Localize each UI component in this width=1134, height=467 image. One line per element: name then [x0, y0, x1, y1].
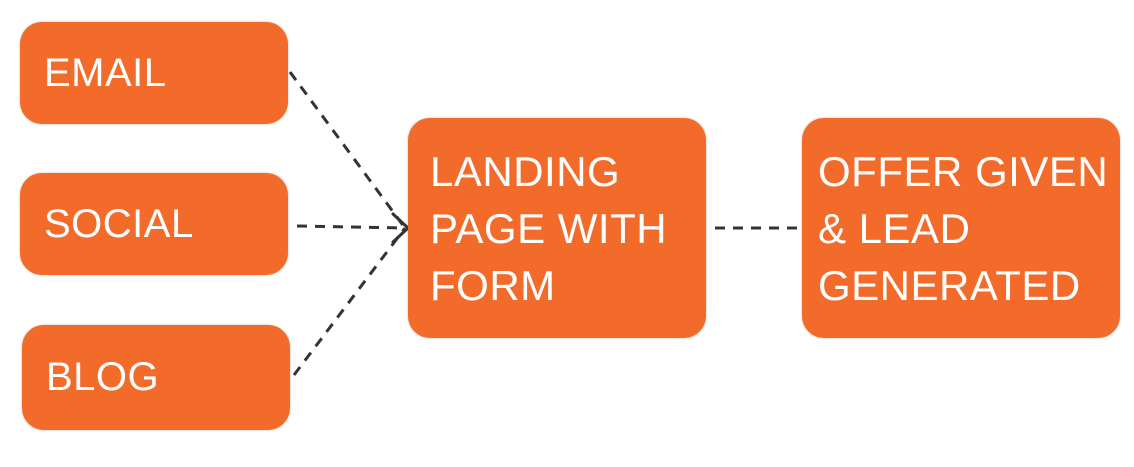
connector-blog-to-landing: [292, 227, 407, 376]
source-node-label: EMAIL: [44, 50, 167, 95]
source-node-label: SOCIAL: [44, 201, 194, 246]
offer-lead-label: OFFER GIVEN & LEAD GENERATED: [818, 147, 1109, 309]
source-node-label: BLOG: [46, 355, 160, 399]
landing-page-label: LANDING PAGE WITH FORM: [430, 147, 668, 309]
landing-page-node: LANDING PAGE WITH FORM: [408, 118, 706, 338]
offer-lead-node: OFFER GIVEN & LEAD GENERATED: [802, 118, 1120, 338]
source-node-social: SOCIAL: [20, 173, 288, 275]
arrowhead-icon: [391, 212, 410, 244]
connector-social-to-landing: [296, 224, 406, 230]
connector-email-to-landing: [288, 71, 407, 229]
source-node-blog: BLOG: [22, 325, 290, 430]
source-node-email: EMAIL: [20, 22, 288, 124]
